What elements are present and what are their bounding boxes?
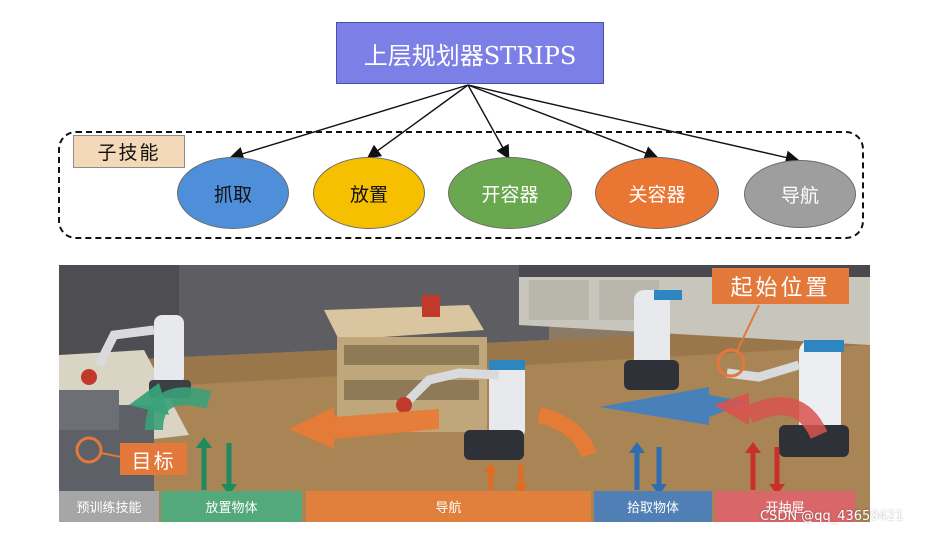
planner-box: 上层规划器STRIPS (336, 22, 604, 84)
skill-open-container: 开容器 (448, 157, 572, 229)
goal-label: 目标 (120, 443, 187, 475)
skills-label-text: 子技能 (97, 142, 161, 164)
pick-trajectory-arrow (599, 387, 749, 425)
planner-label: 上层规划器STRIPS (363, 41, 577, 70)
bar-navigate-label: 导航 (435, 501, 462, 516)
csdn-watermark: CSDN @qq_43650421 (760, 509, 904, 524)
skill-close-container: 关容器 (595, 157, 719, 229)
bar-place-object-label: 放置物体 (205, 501, 258, 516)
skill-navigate-label: 导航 (780, 184, 819, 207)
robot-right-1 (624, 290, 682, 390)
start-position-label: 起始位置 (712, 268, 849, 304)
place-updown-arrows (196, 437, 237, 495)
bar-open-drawer-label: 开抽屉 (765, 501, 805, 516)
scene-image (59, 265, 870, 522)
open-drawer-trajectory-arrow (744, 397, 828, 440)
drawer-updown-arrows (745, 442, 785, 495)
bar-pick-object-label: 拾取物体 (626, 501, 679, 516)
place-trajectory-arrow (145, 387, 212, 431)
start-marker-circle (716, 348, 746, 378)
nav-updown-arrows (484, 463, 528, 494)
goal-marker-circle (75, 436, 103, 464)
skill-navigate: 导航 (744, 160, 856, 228)
skill-place-label: 放置 (349, 183, 388, 206)
skills-label: 子技能 (73, 135, 185, 168)
bar-pick-object: 拾取物体 (594, 491, 712, 522)
skill-grasp-label: 抓取 (213, 183, 252, 206)
bar-place-object: 放置物体 (161, 491, 302, 522)
skill-place: 放置 (313, 157, 425, 229)
nav-trajectory-arrow-1 (289, 407, 439, 449)
bar-navigate: 导航 (306, 491, 591, 522)
robot-center (396, 360, 525, 460)
skill-open-container-label: 开容器 (481, 183, 539, 206)
bar-pretrained-skills-label: 预训练技能 (76, 501, 142, 516)
start-position-text: 起始位置 (730, 276, 831, 301)
bar-pretrained-skills: 预训练技能 (59, 491, 159, 522)
pick-updown-arrows (629, 442, 667, 495)
skills-container (58, 131, 864, 239)
skill-close-container-label: 关容器 (628, 183, 686, 206)
skill-grasp: 抓取 (177, 157, 289, 229)
goal-label-text: 目标 (131, 448, 176, 473)
nav-trajectory-arrow-2 (536, 407, 597, 458)
bar-open-drawer: 开抽屉 (715, 491, 855, 522)
scene-illustration (59, 265, 870, 522)
